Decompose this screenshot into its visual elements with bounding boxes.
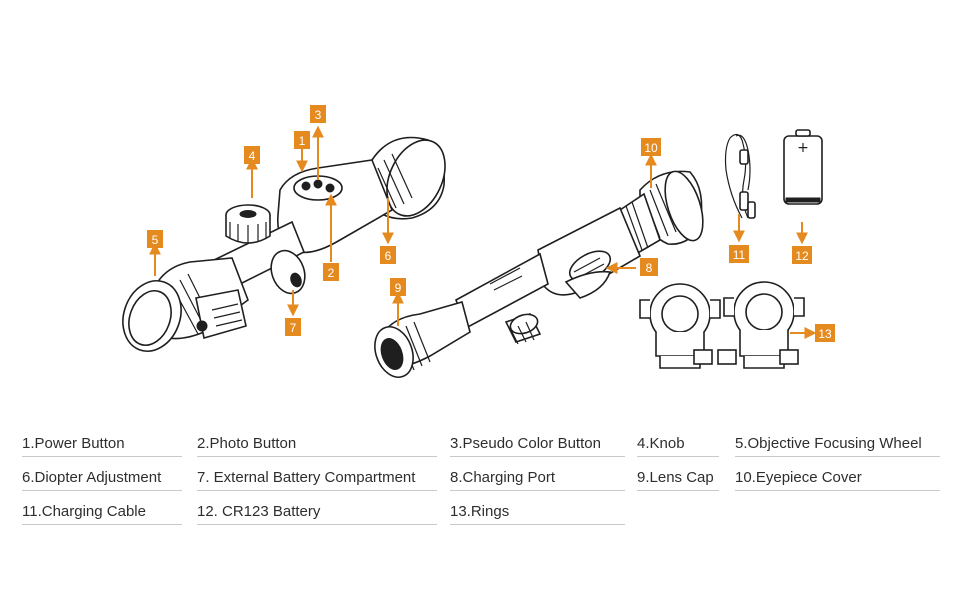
legend-item-knob: 4.Knob xyxy=(637,434,719,457)
callout-8: 8 xyxy=(640,258,658,276)
callout-12: 12 xyxy=(792,246,812,264)
legend-item-power-button: 1.Power Button xyxy=(22,434,182,457)
svg-text:4: 4 xyxy=(249,149,256,163)
svg-text:7: 7 xyxy=(290,321,297,335)
legend-item-cr123-battery: 12. CR123 Battery xyxy=(197,502,437,525)
product-diagram: + 1 2 3 4 5 6 7 8 xyxy=(122,105,835,378)
svg-text:8: 8 xyxy=(646,261,653,275)
legend-item-photo-button: 2.Photo Button xyxy=(197,434,437,457)
callout-5: 5 xyxy=(147,230,163,248)
callout-1: 1 xyxy=(294,131,310,149)
svg-text:11: 11 xyxy=(733,248,746,262)
callout-9: 9 xyxy=(390,278,406,296)
legend-item-diopter-adjustment: 6.Diopter Adjustment xyxy=(22,468,182,491)
charging-cable-illustration xyxy=(724,133,756,219)
svg-text:9: 9 xyxy=(395,281,402,295)
legend-item-charging-cable: 11.Charging Cable xyxy=(22,502,182,525)
legend-item-external-battery-compartment: 7. External Battery Compartment xyxy=(197,468,437,491)
battery-illustration: + xyxy=(783,129,823,205)
legend-item-objective-focusing-wheel: 5.Objective Focusing Wheel xyxy=(735,434,940,457)
legend-item-rings: 13.Rings xyxy=(450,502,625,525)
svg-text:5: 5 xyxy=(152,233,159,247)
rings-illustration xyxy=(639,281,805,369)
callout-6: 6 xyxy=(380,246,396,264)
legend-item-pseudo-color-button: 3.Pseudo Color Button xyxy=(450,434,625,457)
svg-text:1: 1 xyxy=(299,134,306,148)
legend-item-charging-port: 8.Charging Port xyxy=(450,468,625,491)
callout-11: 11 xyxy=(729,245,749,263)
svg-text:2: 2 xyxy=(328,266,335,280)
callout-7: 7 xyxy=(285,318,301,336)
callout-13: 13 xyxy=(815,324,835,342)
svg-text:3: 3 xyxy=(315,108,322,122)
svg-text:12: 12 xyxy=(795,249,809,263)
svg-text:10: 10 xyxy=(644,141,658,155)
scope-middle-illustration xyxy=(374,170,704,378)
svg-text:13: 13 xyxy=(818,327,832,341)
legend-item-lens-cap: 9.Lens Cap xyxy=(637,468,719,491)
svg-text:+: + xyxy=(797,140,809,156)
callout-10: 10 xyxy=(641,138,661,156)
callout-2: 2 xyxy=(323,263,339,281)
callout-4: 4 xyxy=(244,146,260,164)
legend-item-eyepiece-cover: 10.Eyepiece Cover xyxy=(735,468,940,491)
callout-3: 3 xyxy=(310,105,326,123)
svg-text:6: 6 xyxy=(385,249,392,263)
callout-lines xyxy=(149,125,817,339)
